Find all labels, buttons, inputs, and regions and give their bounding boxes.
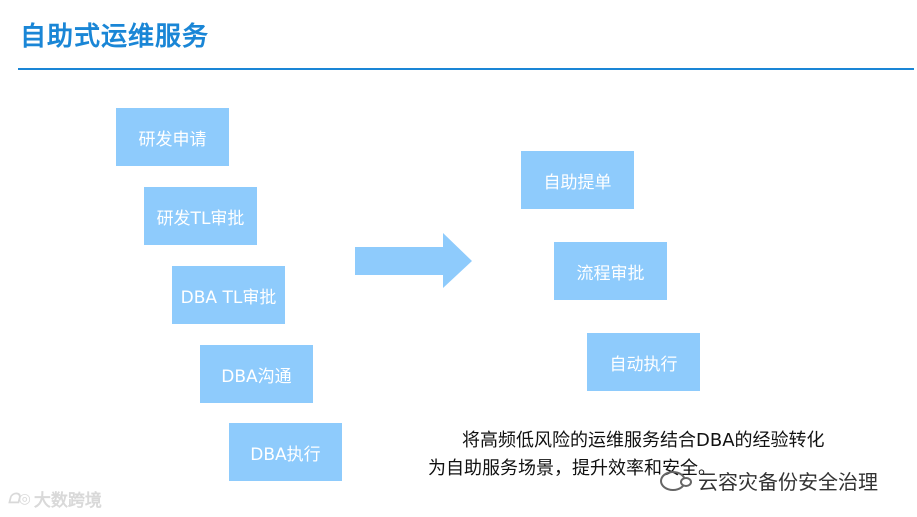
step-dev-apply: 研发申请 — [116, 108, 229, 166]
watermark-left-text: 大数跨境 — [33, 491, 102, 511]
step-auto-execute: 自动执行 — [587, 333, 700, 391]
watermark-right: 云容灾备份安全治理 — [660, 466, 878, 495]
transition-arrow-icon — [355, 233, 472, 288]
description-line-2: 为自助服务场景，提升效率和安全。 — [428, 458, 716, 479]
watermark-left: ᗝ◎ 大数跨境 — [8, 486, 102, 512]
description-line-1: 将高频低风险的运维服务结合DBA的经验转化 — [462, 430, 825, 451]
description: 将高频低风险的运维服务结合DBA的经验转化 为自助服务场景，提升效率和安全。 — [428, 427, 898, 483]
step-dev-tl-approval: 研发TL审批 — [144, 187, 257, 245]
step-workflow-approval: 流程审批 — [554, 242, 667, 300]
step-self-ticket: 自助提单 — [521, 151, 634, 209]
page-title: 自助式运维服务 — [20, 22, 210, 52]
title-divider — [18, 68, 914, 70]
watermark-logo-icon: ᗝ◎ — [8, 490, 31, 507]
watermark-right-text: 云容灾备份安全治理 — [698, 470, 878, 494]
step-dba-communicate: DBA沟通 — [200, 345, 313, 403]
wechat-icon — [660, 470, 692, 491]
step-dba-tl-approval: DBA TL审批 — [172, 266, 285, 324]
step-dba-execute: DBA执行 — [229, 423, 342, 481]
